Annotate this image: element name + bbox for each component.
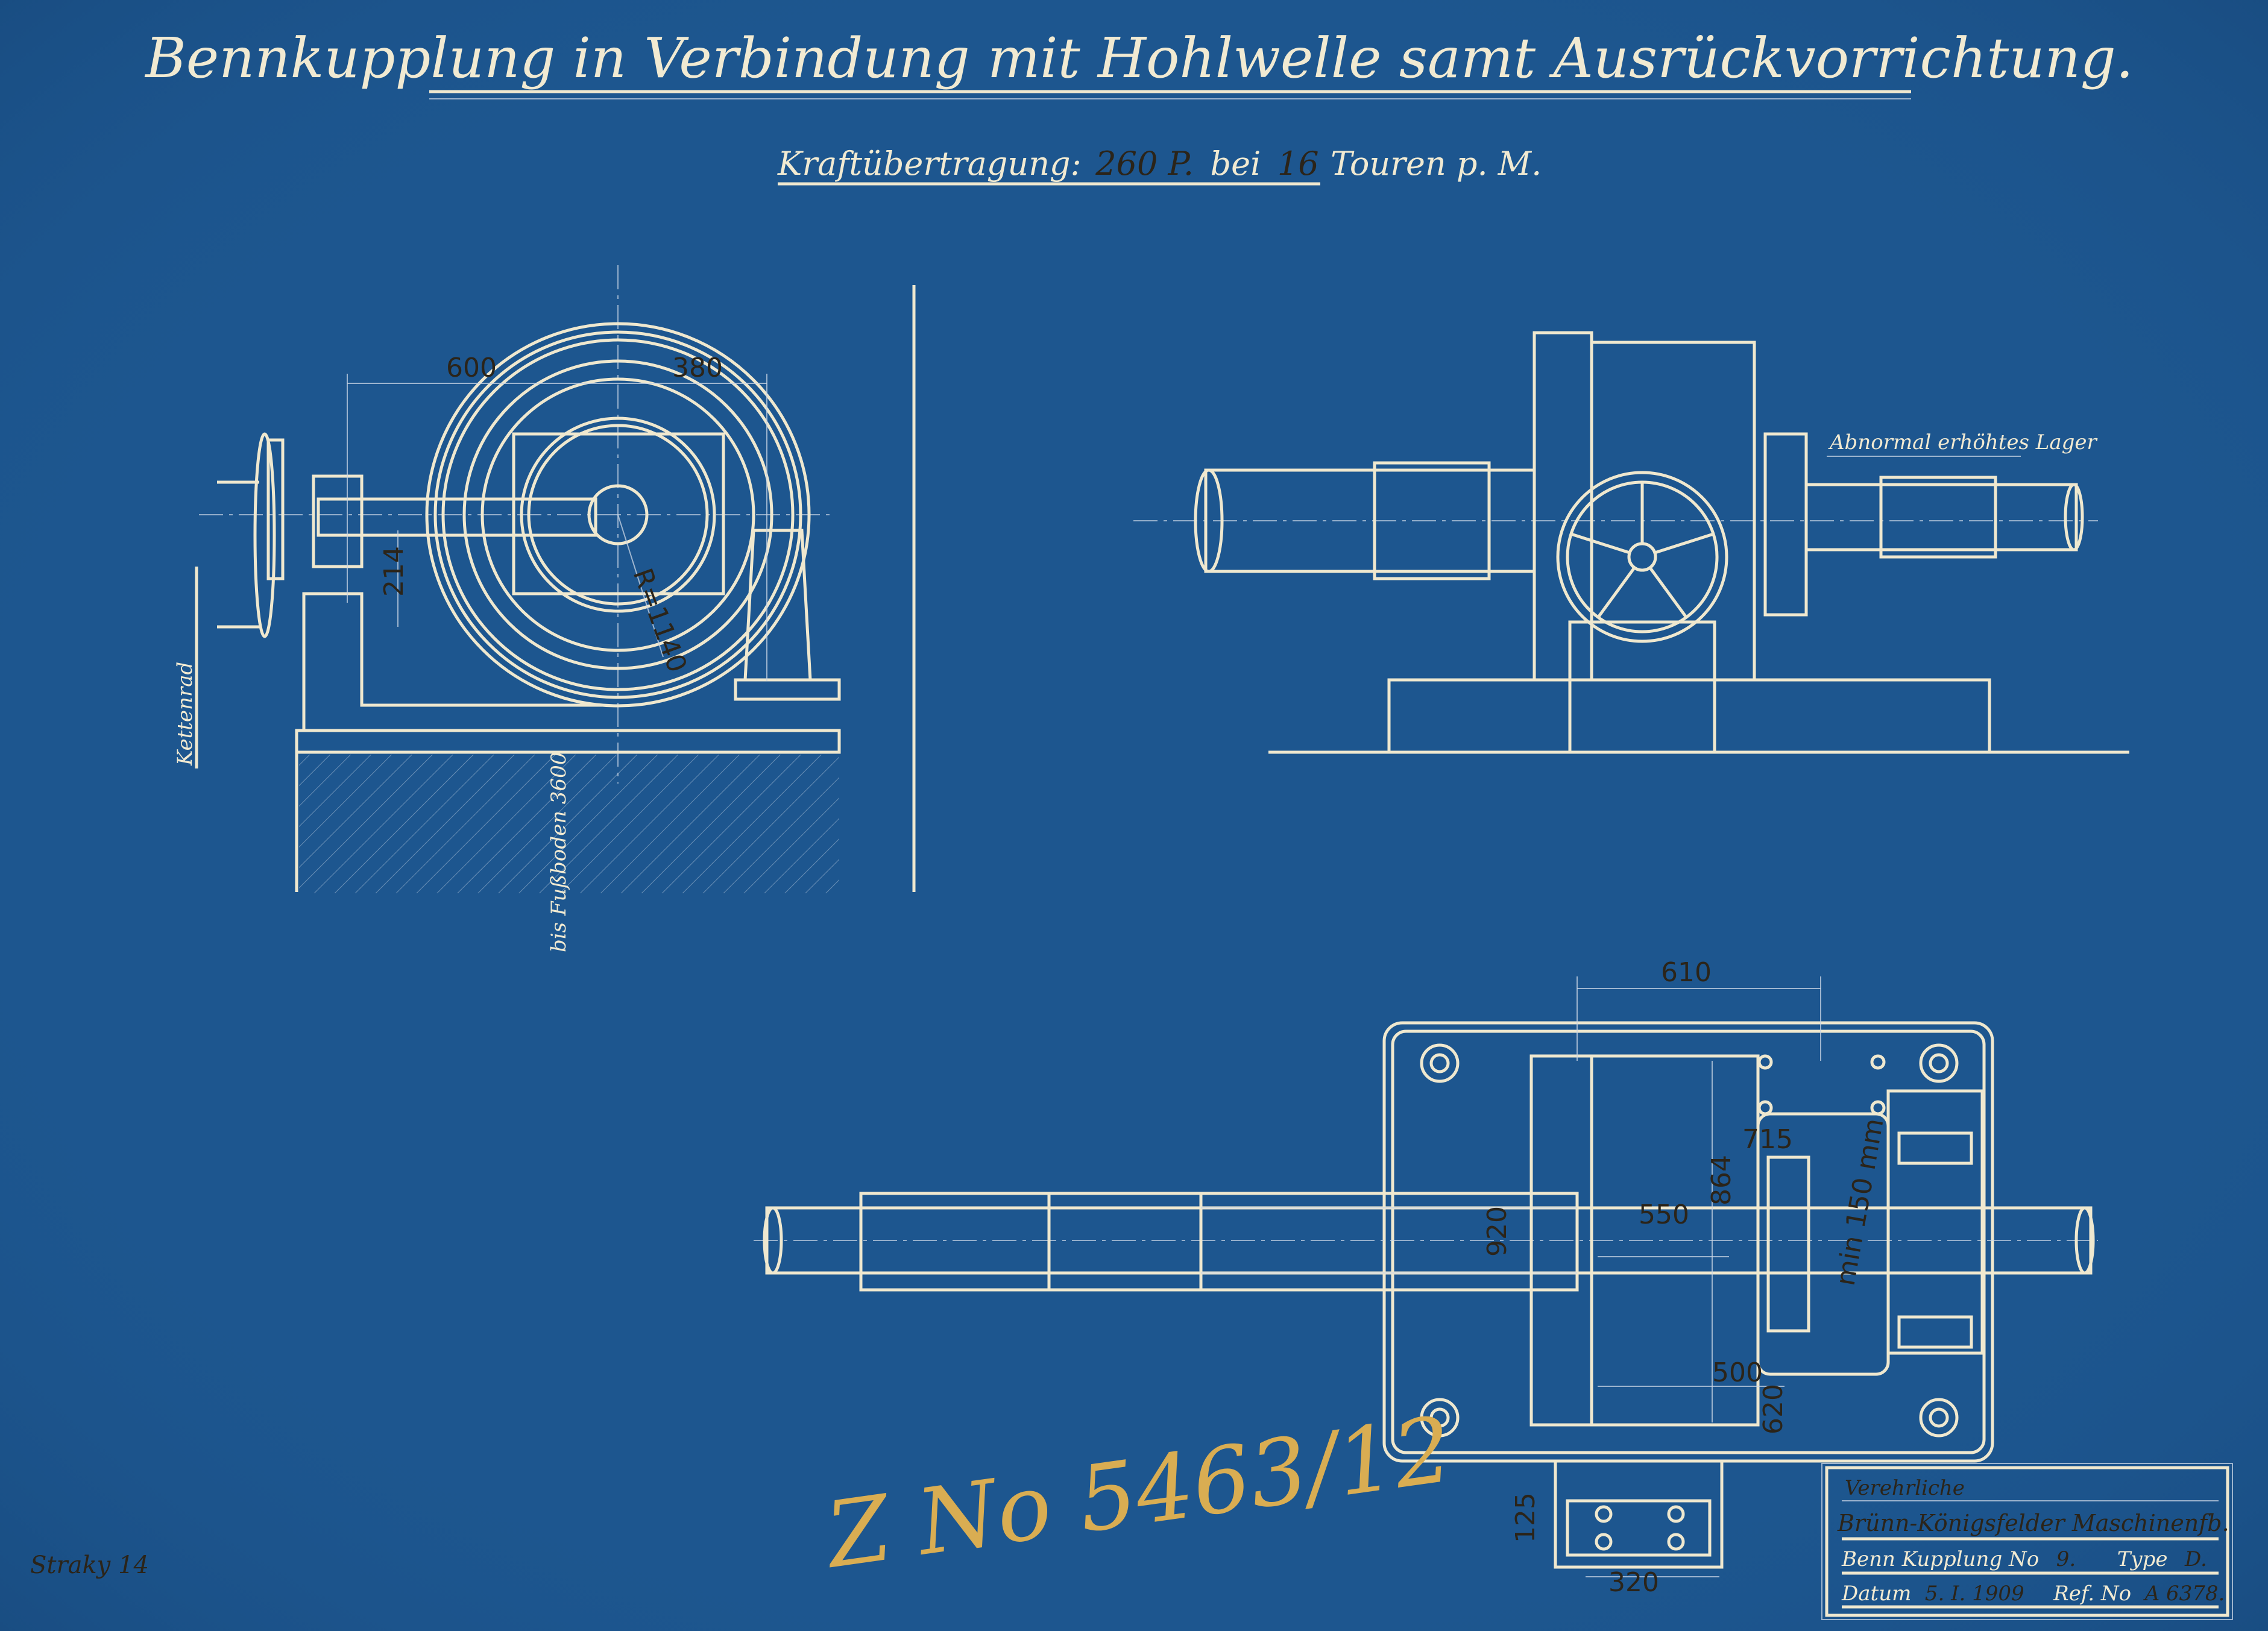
subtitle: Kraftübertragung: 260 P. bei 16 Touren p… — [777, 145, 1542, 186]
svg-text:Datum 5. I. 1909 R: Datum 5. I. 1909 Ref. No A 6378. — [1841, 1582, 2225, 1606]
dim-380: 380 — [672, 353, 723, 383]
dim-715: 715 — [1742, 1124, 1793, 1155]
dim-600: 600 — [446, 353, 497, 383]
title-block: Verehrliche Brünn-Königsfelder Maschinen… — [1821, 1463, 2233, 1620]
coupling-number: 9. — [2056, 1547, 2076, 1571]
date-value: 5. I. 1909 — [1925, 1582, 2024, 1606]
handwheel — [1556, 471, 1728, 643]
dim-550: 550 — [1639, 1199, 1689, 1230]
ref-value: A 6378. — [2143, 1582, 2225, 1606]
ref-label: Ref. No — [2053, 1582, 2131, 1606]
type-value: D. — [2184, 1547, 2207, 1571]
dim-920: 920 — [1482, 1206, 1513, 1257]
coupling-label: Benn Kupplung No — [1841, 1547, 2039, 1571]
dim-125: 125 — [1510, 1492, 1541, 1543]
dim-214: 214 — [379, 546, 409, 597]
svg-text:Benn Kupplung No 9.: Benn Kupplung No 9. Type D. — [1841, 1547, 2207, 1571]
dim-500: 500 — [1712, 1357, 1763, 1388]
signature: Straky 14 — [30, 1551, 149, 1579]
date-label: Datum — [1841, 1582, 1911, 1606]
title-text: Bennkupplung in Verbindung mit Hohlwelle… — [144, 26, 2134, 90]
floor-label: bis Fußboden 3600 — [547, 752, 571, 952]
subtitle-label: Kraftübertragung: — [777, 145, 1082, 183]
front-view: Abnormal erhöhtes Lager — [1133, 331, 2129, 754]
recipient: Brünn-Königsfelder Maschinenfb. — [1837, 1510, 2229, 1536]
drawing-title: Bennkupplung in Verbindung mit Hohlwelle… — [144, 26, 2134, 99]
subtitle-power: 260 P. — [1095, 145, 1194, 183]
svg-text:Kraftübertragung: 260 P.: Kraftübertragung: 260 P. bei 16 Touren p… — [777, 145, 1542, 183]
recipient-prefix: Verehrliche — [1845, 1476, 1965, 1500]
dim-620: 620 — [1758, 1384, 1789, 1435]
bearing-label: Abnormal erhöhtes Lager — [1828, 430, 2098, 454]
pulley — [425, 322, 811, 708]
chain-wheel — [217, 432, 285, 638]
side-view: 600 380 214 R=1140 bis Fußboden 3600 Ket… — [173, 265, 916, 952]
subtitle-unit: Touren p. M. — [1331, 145, 1542, 183]
foundation-bolts — [1420, 1043, 1959, 1438]
dim-610: 610 — [1661, 957, 1712, 988]
subtitle-bei: bei — [1211, 145, 1261, 183]
dim-864: 864 — [1706, 1155, 1737, 1205]
dim-320: 320 — [1608, 1567, 1659, 1598]
subtitle-speed: 16 — [1277, 145, 1319, 183]
type-label: Type — [2117, 1547, 2168, 1571]
chain-wheel-label: Kettenrad — [173, 662, 197, 766]
